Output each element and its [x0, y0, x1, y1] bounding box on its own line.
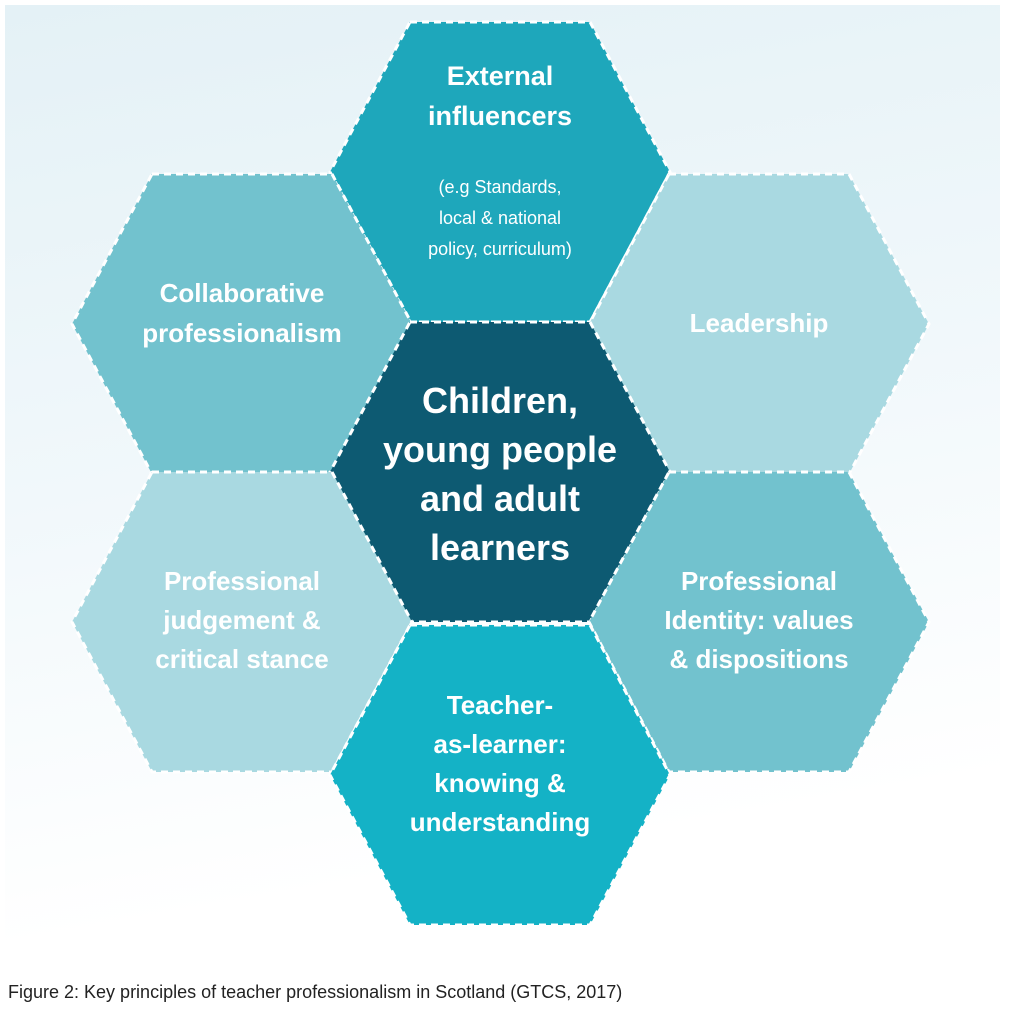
hexagon-title-line: Collaborative [160, 278, 325, 308]
hexagon-children-learners: Children, young people and adult learners [328, 320, 672, 624]
hexagon-subtitle-line: policy, curriculum) [428, 239, 572, 259]
hexagon-title-line: understanding [410, 807, 591, 837]
hexagon-title-line: & dispositions [669, 644, 848, 674]
hexagon-subtitle-line: local & national [439, 208, 561, 228]
figure-caption: Figure 2: Key principles of teacher prof… [8, 982, 623, 1002]
hexagon-collaborative-professionalism: Collaborative professionalism [70, 172, 414, 476]
hexagon-title-line: Professional [164, 566, 320, 596]
hexagon-title-line: Professional [681, 566, 837, 596]
hexagon-title-line: Identity: values [664, 605, 853, 635]
hexagon-title-line: young people [383, 429, 617, 470]
hexagon-title-line: Teacher- [447, 690, 553, 720]
hexagon-title-line: as-learner: [434, 729, 567, 759]
hexagon-title-line: judgement & [162, 605, 320, 635]
hexagon-title-line: Children, [422, 380, 578, 421]
hexagon-teacher-as-learner: Teacher-as-learner: knowing & understandin… [328, 623, 672, 927]
hexagon-professional-judgement: Professional judgement & critical stance [70, 470, 414, 774]
hexagon-title-line: Leadership [690, 308, 829, 338]
hexagon-title-line: professionalism [142, 318, 341, 348]
hexagon-shape [587, 470, 931, 774]
hexagon-title-line: influencers [428, 101, 572, 131]
hexagon-title-line: critical stance [155, 644, 328, 674]
hexagon-title-line: External [447, 61, 554, 91]
hexagon-subtitle-line: (e.g Standards, [438, 177, 561, 197]
hexagon-title-line: and adult [420, 478, 580, 519]
hexagon-diagram: External influencers (e.g Standards, local … [70, 20, 931, 927]
hexagon-title-line: knowing & [434, 768, 565, 798]
hexagon-title-line: learners [430, 527, 570, 568]
hexagon-shape [328, 623, 672, 927]
hexagon-leadership: Leadership [587, 172, 931, 476]
